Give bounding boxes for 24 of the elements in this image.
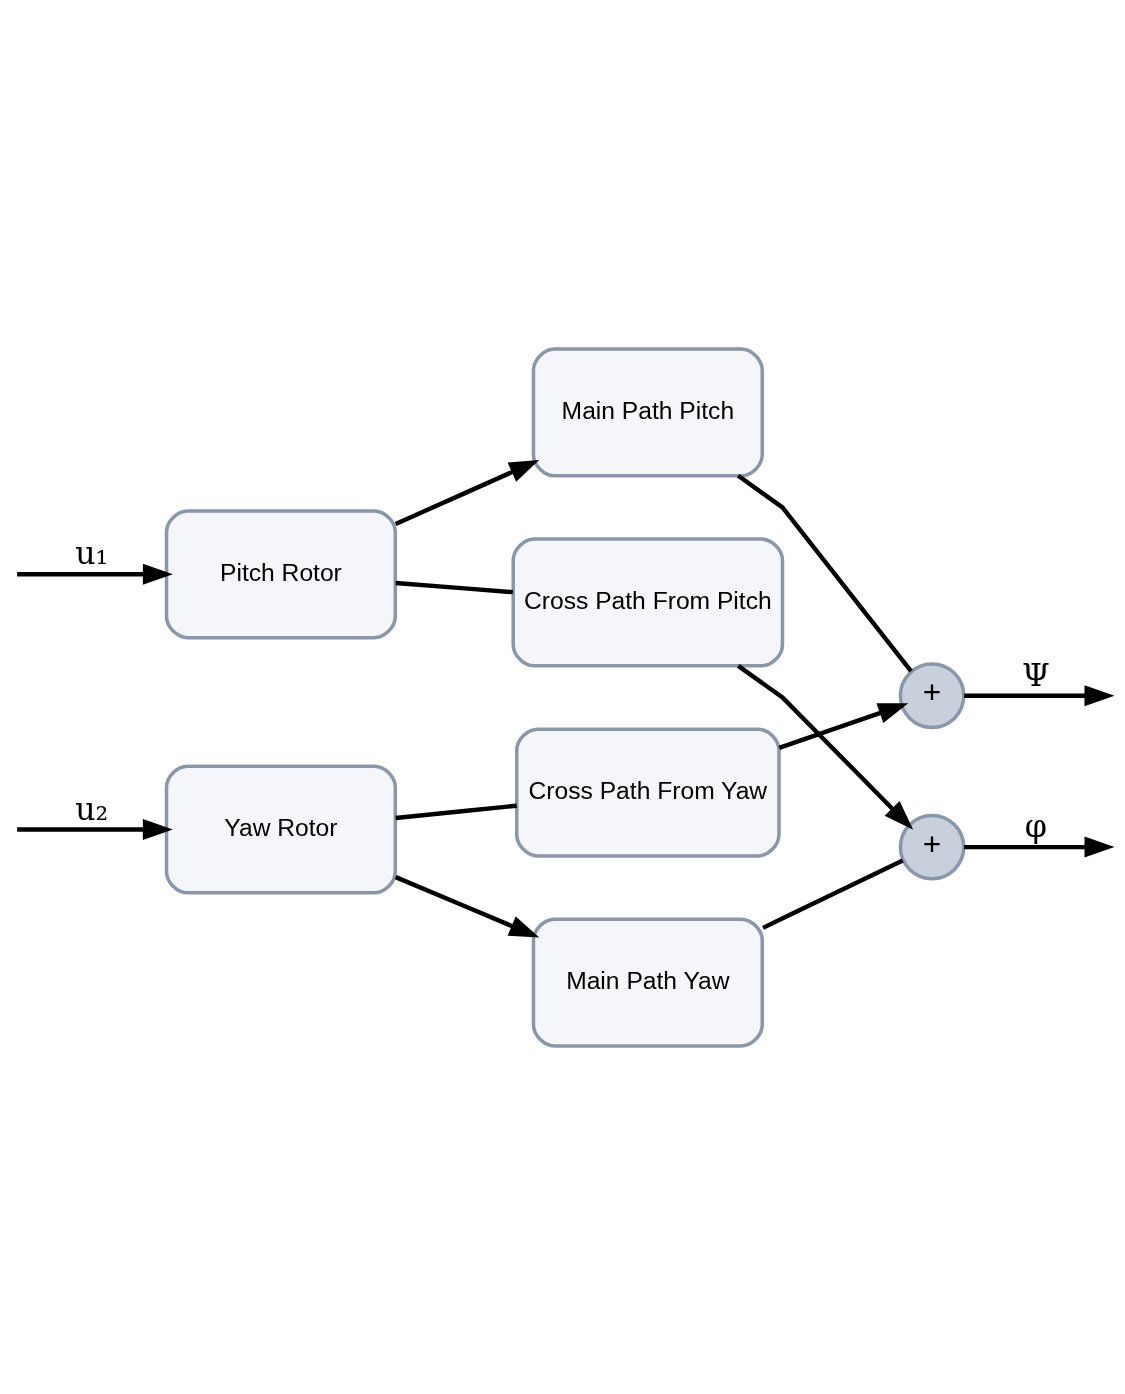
node-box: Cross Path From Yaw: [515, 726, 781, 858]
connector: [762, 857, 904, 930]
arrow: [964, 684, 1115, 706]
node-circle: +: [898, 661, 966, 729]
connector: [736, 473, 913, 672]
node-box: Main Path Yaw: [531, 917, 764, 1048]
node-box: Cross Path From Pitch: [511, 536, 785, 668]
node-box: Yaw Rotor: [164, 763, 398, 895]
node-box: Pitch Rotor: [164, 508, 398, 639]
connector: [395, 803, 517, 820]
edge-label: Ψ: [1022, 656, 1050, 693]
edge-label: φ: [1024, 807, 1047, 844]
edge-label: u₁: [75, 534, 109, 571]
edge-label: u₂: [75, 790, 109, 827]
node-box: Main Path Pitch: [531, 346, 764, 477]
arrow: [17, 818, 173, 840]
arrow: [964, 836, 1115, 858]
connector: [395, 580, 513, 594]
arrow: [394, 874, 540, 938]
arrow: [394, 459, 540, 526]
arrow: [778, 702, 909, 750]
node-circle: +: [898, 813, 966, 881]
arrow: [736, 663, 914, 830]
arrow: [17, 563, 173, 585]
